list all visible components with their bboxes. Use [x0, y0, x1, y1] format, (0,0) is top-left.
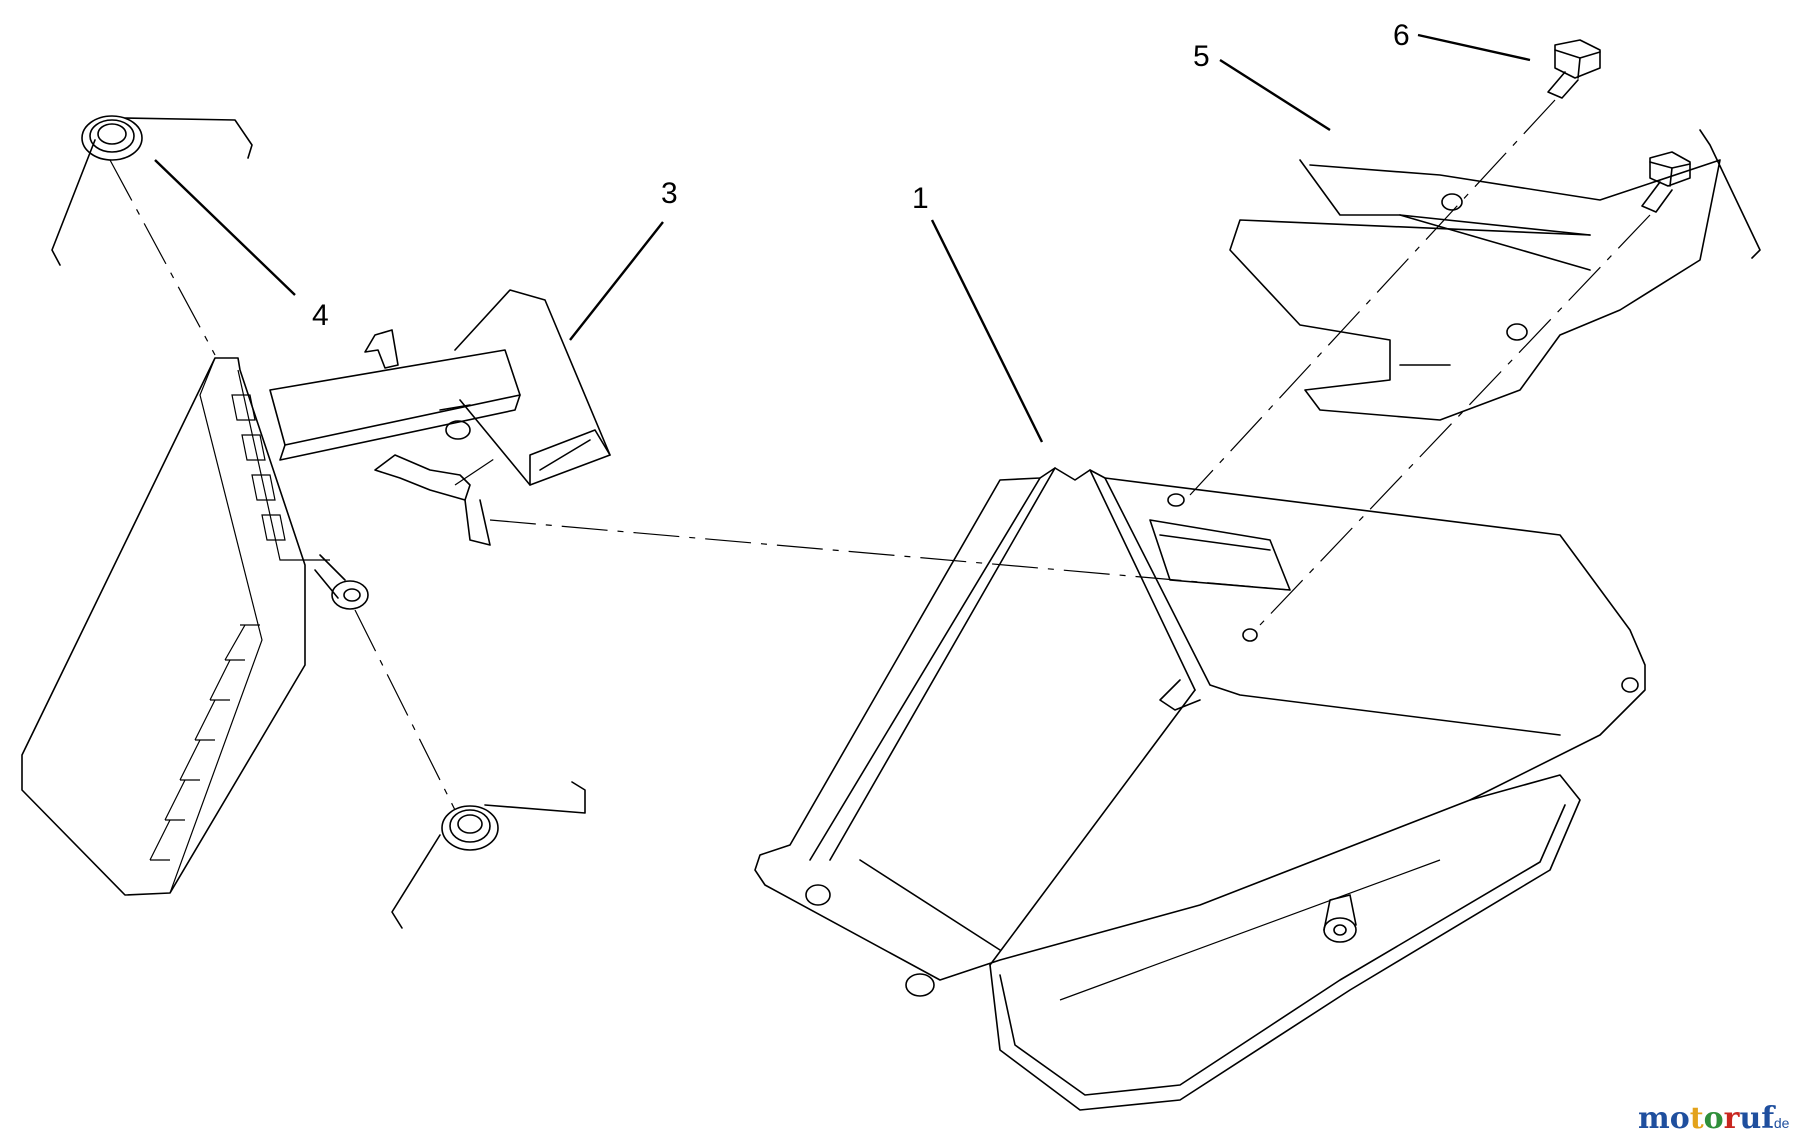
- callout-leaders: [154, 33, 1531, 443]
- torsion-spring-lower: [391, 781, 586, 929]
- callout-part-3: 3: [661, 177, 678, 210]
- bolt-lower: [1641, 151, 1691, 213]
- bolt-upper: [1547, 39, 1601, 99]
- chute-housing: [754, 467, 1646, 1111]
- callout-part-5: 5: [1193, 40, 1210, 73]
- watermark-suffix: .de: [1770, 1115, 1790, 1131]
- latch-bracket: [269, 289, 611, 546]
- callout-part-6: 6: [1393, 19, 1410, 52]
- svg-text:motoruf: motoruf: [1638, 1101, 1776, 1136]
- hinged-flap: [21, 357, 369, 896]
- mounting-bracket: [1229, 129, 1761, 421]
- assembly-centerlines: [109, 99, 1651, 811]
- torsion-spring-upper: [51, 115, 253, 266]
- watermark-logo: motoruf .de: [1638, 1101, 1790, 1136]
- callout-part-1: 1: [912, 182, 929, 215]
- callout-part-4: 4: [312, 299, 329, 332]
